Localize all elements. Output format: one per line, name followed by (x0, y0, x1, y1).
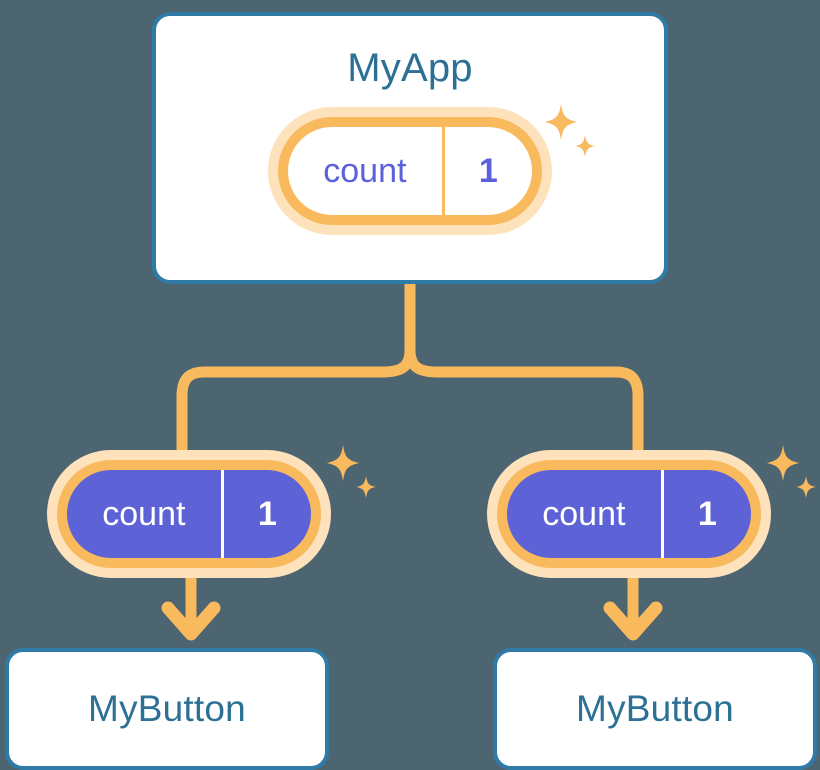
state-pill-value: 1 (220, 470, 311, 558)
sparkle-icon-group-left (327, 445, 376, 498)
sparkle-icon-small (796, 476, 816, 498)
component-card-mybutton-left[interactable]: MyButton (5, 648, 329, 770)
component-title-mybutton-left: MyButton (88, 688, 246, 729)
sparkle-icon-small (356, 476, 376, 498)
state-flow-trunk-and-fork (404, 278, 644, 458)
state-pill-key: count (323, 151, 407, 190)
sparkle-icon-large (327, 445, 359, 481)
component-title-myapp: MyApp (347, 46, 473, 90)
state-pill-child-right[interactable]: count 1 (487, 450, 771, 578)
state-pill-key: count (542, 494, 626, 533)
sparkle-icon-group-right (767, 445, 816, 498)
state-pill-body: count 1 (507, 470, 751, 558)
state-flow-fork-left (176, 344, 416, 458)
sparkle-icon-large (545, 104, 577, 140)
state-pill-body: count 1 (67, 470, 311, 558)
component-card-mybutton-right[interactable]: MyButton (493, 648, 817, 770)
sparkle-icon-small (575, 135, 595, 157)
state-pill-key: count (102, 494, 186, 533)
state-pill-myapp[interactable]: count 1 (268, 107, 552, 235)
sparkle-icon-large (767, 445, 799, 481)
prop-flow-arrow-left-head (161, 601, 221, 641)
state-pill-value: 1 (660, 470, 751, 558)
state-pill-value: 1 (441, 127, 532, 215)
prop-flow-arrow-right-head (603, 601, 663, 641)
state-pill-body: count 1 (288, 127, 532, 215)
component-title-mybutton-right: MyButton (576, 688, 734, 729)
state-pill-child-left[interactable]: count 1 (47, 450, 331, 578)
sparkle-icon-group-myapp (545, 104, 595, 157)
